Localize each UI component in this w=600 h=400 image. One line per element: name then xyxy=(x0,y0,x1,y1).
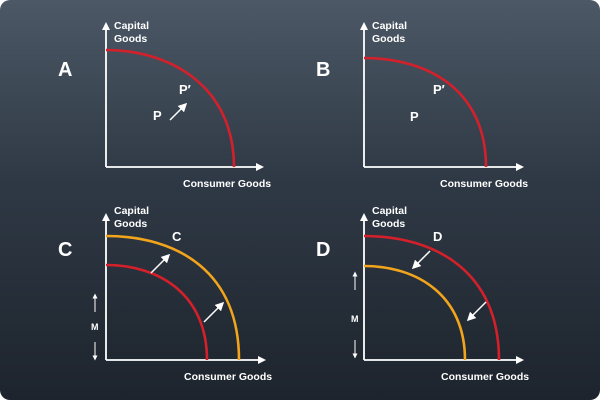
outward-shift-arrow xyxy=(150,253,171,274)
ppf-curve xyxy=(363,56,488,168)
panel-b: B Capital Goods Consumer Goods P P′ xyxy=(316,20,528,190)
original-ppf-curve xyxy=(363,234,501,361)
point-p-prime-label: P′ xyxy=(433,82,445,97)
point-p-label: P xyxy=(410,109,419,124)
panel-c: C Capital Goods Consumer Goods C M xyxy=(58,205,272,383)
ppf-curve xyxy=(105,48,236,168)
side-label-m: M xyxy=(91,322,99,332)
x-axis-label: Consumer Goods xyxy=(440,178,528,190)
x-axis-label: Consumer Goods xyxy=(183,178,271,190)
point-p-label: P xyxy=(153,108,162,123)
original-ppf-curve xyxy=(105,263,209,361)
x-axis-label: Consumer Goods xyxy=(441,371,529,383)
y-axis-label-line1: Capital xyxy=(114,205,149,217)
shifted-ppf-curve xyxy=(105,234,241,361)
outward-shift-arrow xyxy=(203,301,225,323)
point-p-prime-label: P′ xyxy=(179,82,191,97)
inward-shift-arrow xyxy=(411,250,431,270)
panel-letter-b: B xyxy=(316,59,330,81)
y-axis-label-line2: Goods xyxy=(372,33,405,45)
panel-d: D Capital Goods Consumer Goods D M xyxy=(316,205,529,383)
y-axis-label-line2: Goods xyxy=(114,218,147,230)
panel-letter-d: D xyxy=(316,239,330,261)
y-axis-label-line1: Capital xyxy=(372,20,407,32)
y-axis-label-line2: Goods xyxy=(372,218,405,230)
panel-a: A Capital Goods Consumer Goods P P′ xyxy=(58,20,271,190)
y-axis-label-line1: Capital xyxy=(372,205,407,217)
curve-label-c: C xyxy=(172,229,182,244)
shifted-ppf-curve xyxy=(363,264,467,361)
side-label-m: M xyxy=(351,314,359,324)
panel-letter-a: A xyxy=(58,59,72,81)
panel-letter-c: C xyxy=(58,239,72,261)
x-axis-label: Consumer Goods xyxy=(184,371,272,383)
curve-label-d: D xyxy=(433,229,442,244)
y-axis-label-line2: Goods xyxy=(114,33,147,45)
inward-shift-arrow xyxy=(466,301,487,322)
move-arrow xyxy=(169,102,188,121)
y-axis-label-line1: Capital xyxy=(114,20,149,32)
